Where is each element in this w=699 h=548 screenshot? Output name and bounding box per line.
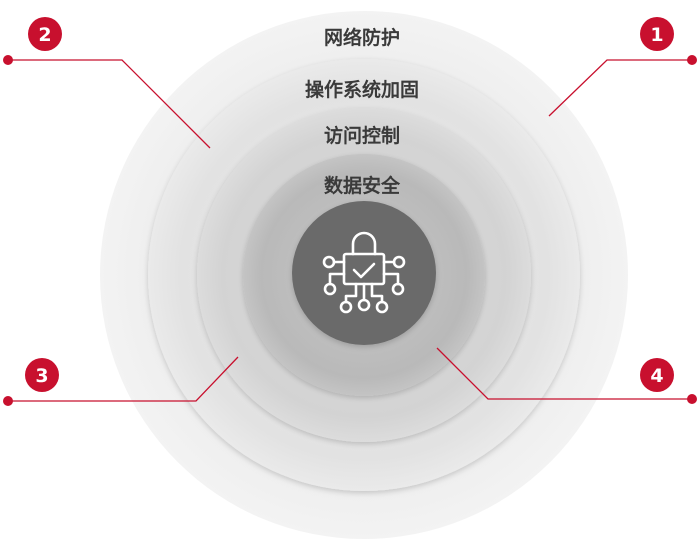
layer-label-os-hardening: 操作系统加固 xyxy=(305,78,419,101)
marker-1: 1 xyxy=(640,17,674,51)
leader-line-2 xyxy=(8,59,211,149)
svg-text:3: 3 xyxy=(35,365,48,387)
svg-text:4: 4 xyxy=(650,365,663,387)
marker-2: 2 xyxy=(28,17,62,51)
layer-label-access-control: 访问控制 xyxy=(324,124,400,147)
leader-line-4 xyxy=(436,347,692,400)
leader-dot-3 xyxy=(3,396,13,406)
leader-line-3 xyxy=(8,356,239,402)
marker-4: 4 xyxy=(640,358,674,392)
lock-circuit-icon xyxy=(322,231,406,314)
svg-text:1: 1 xyxy=(650,24,663,46)
marker-3: 3 xyxy=(25,358,59,392)
leader-line-1 xyxy=(548,59,692,117)
layer-label-network-protection: 网络防护 xyxy=(324,26,400,49)
leader-dot-2 xyxy=(3,55,13,65)
svg-text:2: 2 xyxy=(38,24,51,46)
leader-dot-1 xyxy=(687,55,697,65)
leader-dot-4 xyxy=(687,394,697,404)
layer-label-data-security: 数据安全 xyxy=(324,174,401,197)
